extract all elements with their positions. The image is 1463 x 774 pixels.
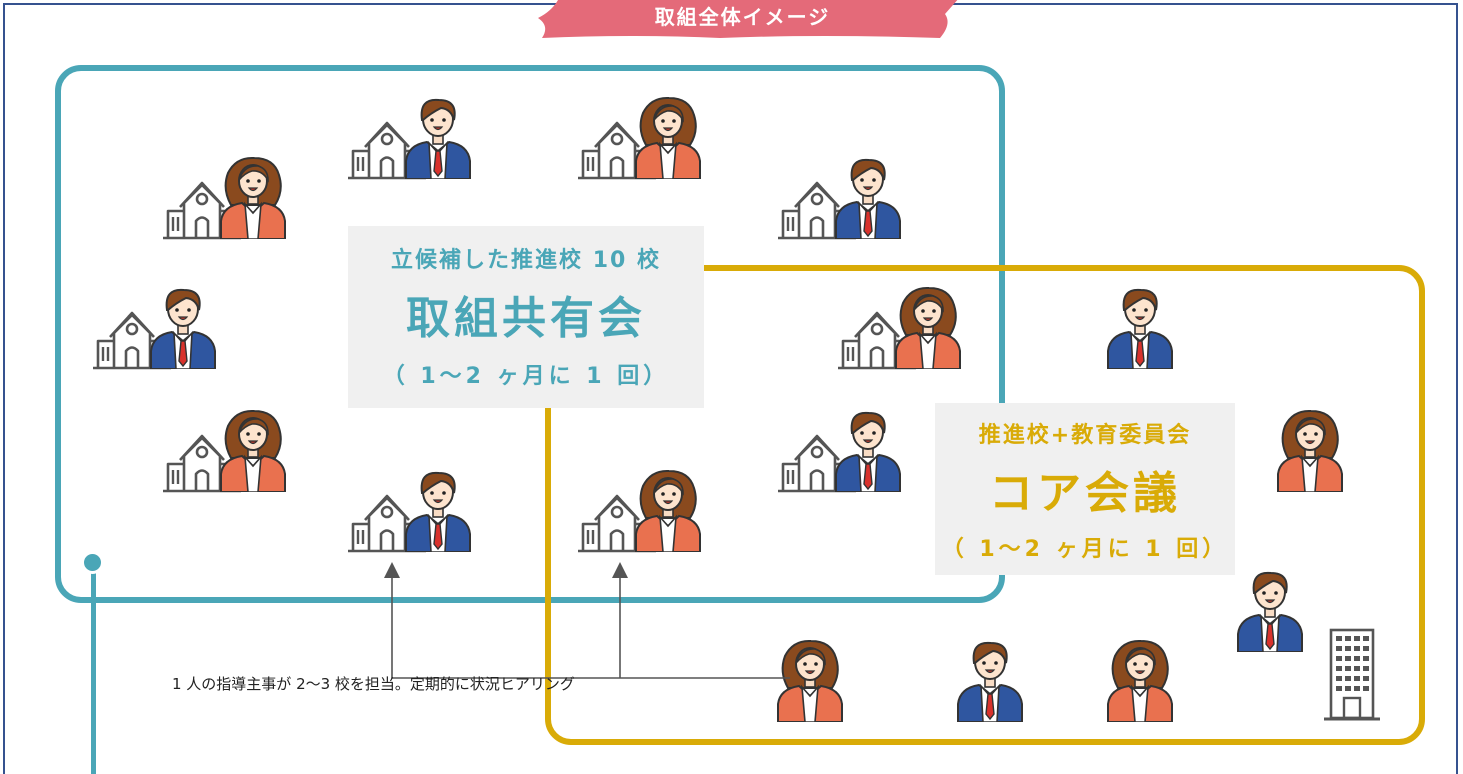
sharing-group-frequency: （ 1～2 ヶ月に 1 回） — [382, 364, 670, 389]
title-brush-stroke — [538, 0, 958, 38]
supervisor-arrow-line — [384, 562, 790, 679]
teal-connector-line — [91, 566, 96, 774]
sharing-group-name: 取組共有会 — [406, 293, 646, 344]
diagram-title: 取組全体イメージ — [654, 5, 831, 29]
supervisor-note: 1 人の指導主事が 2～3 校を担当。定期的に状況ヒアリング — [172, 675, 575, 693]
sharing-group-frame — [55, 65, 1005, 603]
core-group-name: コア会議 — [989, 468, 1181, 519]
sharing-group-label: 立候補した推進校 10 校 取組共有会 （ 1～2 ヶ月に 1 回） — [348, 226, 704, 408]
sharing-group-subtitle: 立候補した推進校 10 校 — [391, 248, 661, 273]
teal-connector-dot — [81, 551, 104, 574]
core-group-frequency: （ 1～2 ヶ月に 1 回） — [941, 537, 1229, 562]
core-group-subtitle: 推進校+教育委員会 — [978, 423, 1192, 448]
core-group-frame — [545, 265, 1425, 745]
core-group-label: 推進校+教育委員会 コア会議 （ 1～2 ヶ月に 1 回） — [935, 403, 1235, 575]
